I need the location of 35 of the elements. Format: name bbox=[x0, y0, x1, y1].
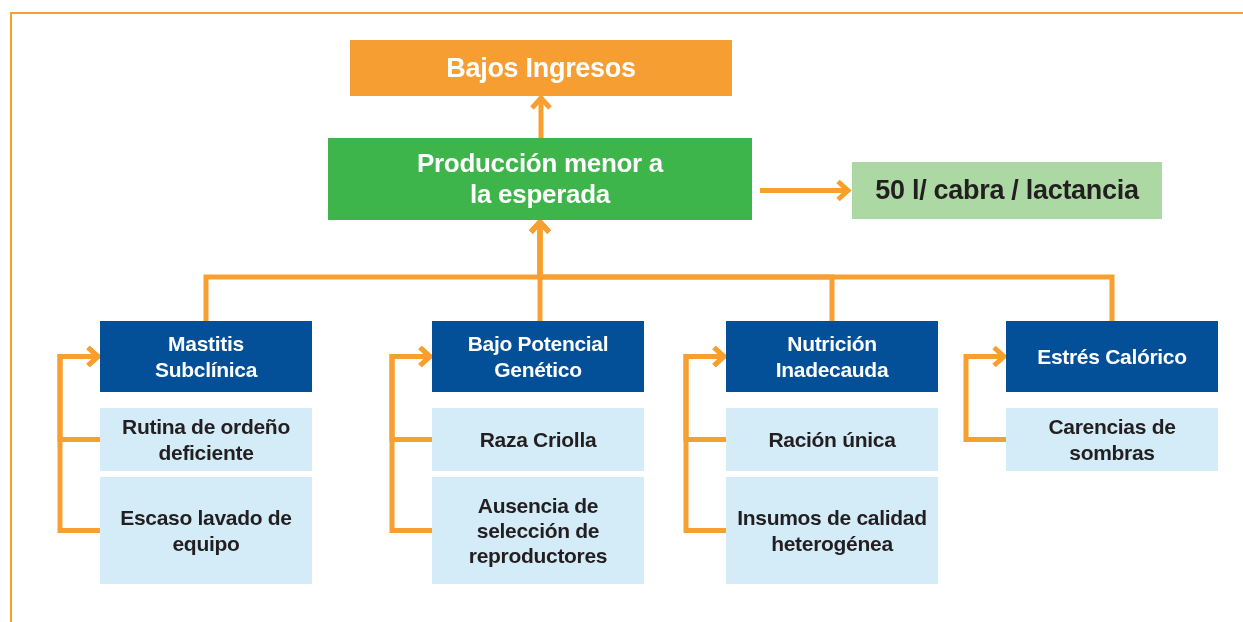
subcause-box bbox=[1006, 408, 1218, 471]
box-text: Insumos de calidad heterogénea bbox=[736, 505, 928, 556]
box-text: Mastitis Subclínica bbox=[154, 331, 259, 382]
box-text: Estrés Calórico bbox=[1037, 343, 1187, 370]
box-text: Bajos Ingresos bbox=[446, 51, 636, 85]
box-text: Ausencia de selección de reproductores bbox=[467, 492, 609, 569]
cause-box bbox=[432, 321, 644, 392]
arrow bbox=[683, 345, 727, 533]
cause-box bbox=[726, 321, 938, 392]
box-text: Carencias de sombras bbox=[1047, 414, 1177, 465]
effect-box bbox=[350, 40, 732, 96]
arrow bbox=[57, 345, 101, 533]
arrow bbox=[389, 345, 433, 533]
subcause-box bbox=[432, 477, 644, 584]
arrow bbox=[760, 179, 851, 202]
subcause-box bbox=[726, 408, 938, 471]
cause-box bbox=[100, 321, 312, 392]
box-text: Escaso lavado de equipo bbox=[119, 505, 293, 556]
subcause-box bbox=[100, 477, 312, 584]
subcause-box bbox=[432, 408, 644, 471]
box-text: Raza Criolla bbox=[479, 426, 597, 453]
cause-box bbox=[1006, 321, 1218, 392]
arrow bbox=[528, 219, 1115, 321]
box-text: 50 l/ cabra / lactancia bbox=[875, 174, 1139, 207]
subcause-box bbox=[726, 477, 938, 584]
value-box bbox=[852, 162, 1162, 219]
subcause-box bbox=[100, 408, 312, 471]
box-text: Bajo Potencial Genético bbox=[466, 331, 610, 382]
arrow bbox=[963, 345, 1007, 442]
box-text: Ración única bbox=[768, 426, 896, 453]
box-text: Rutina de ordeño deficiente bbox=[121, 414, 291, 465]
box-text: Producción menor a la esperada bbox=[416, 147, 665, 211]
problem-box bbox=[328, 138, 752, 220]
arrow bbox=[529, 95, 553, 138]
box-text: Nutrición Inadecauda bbox=[774, 331, 890, 382]
